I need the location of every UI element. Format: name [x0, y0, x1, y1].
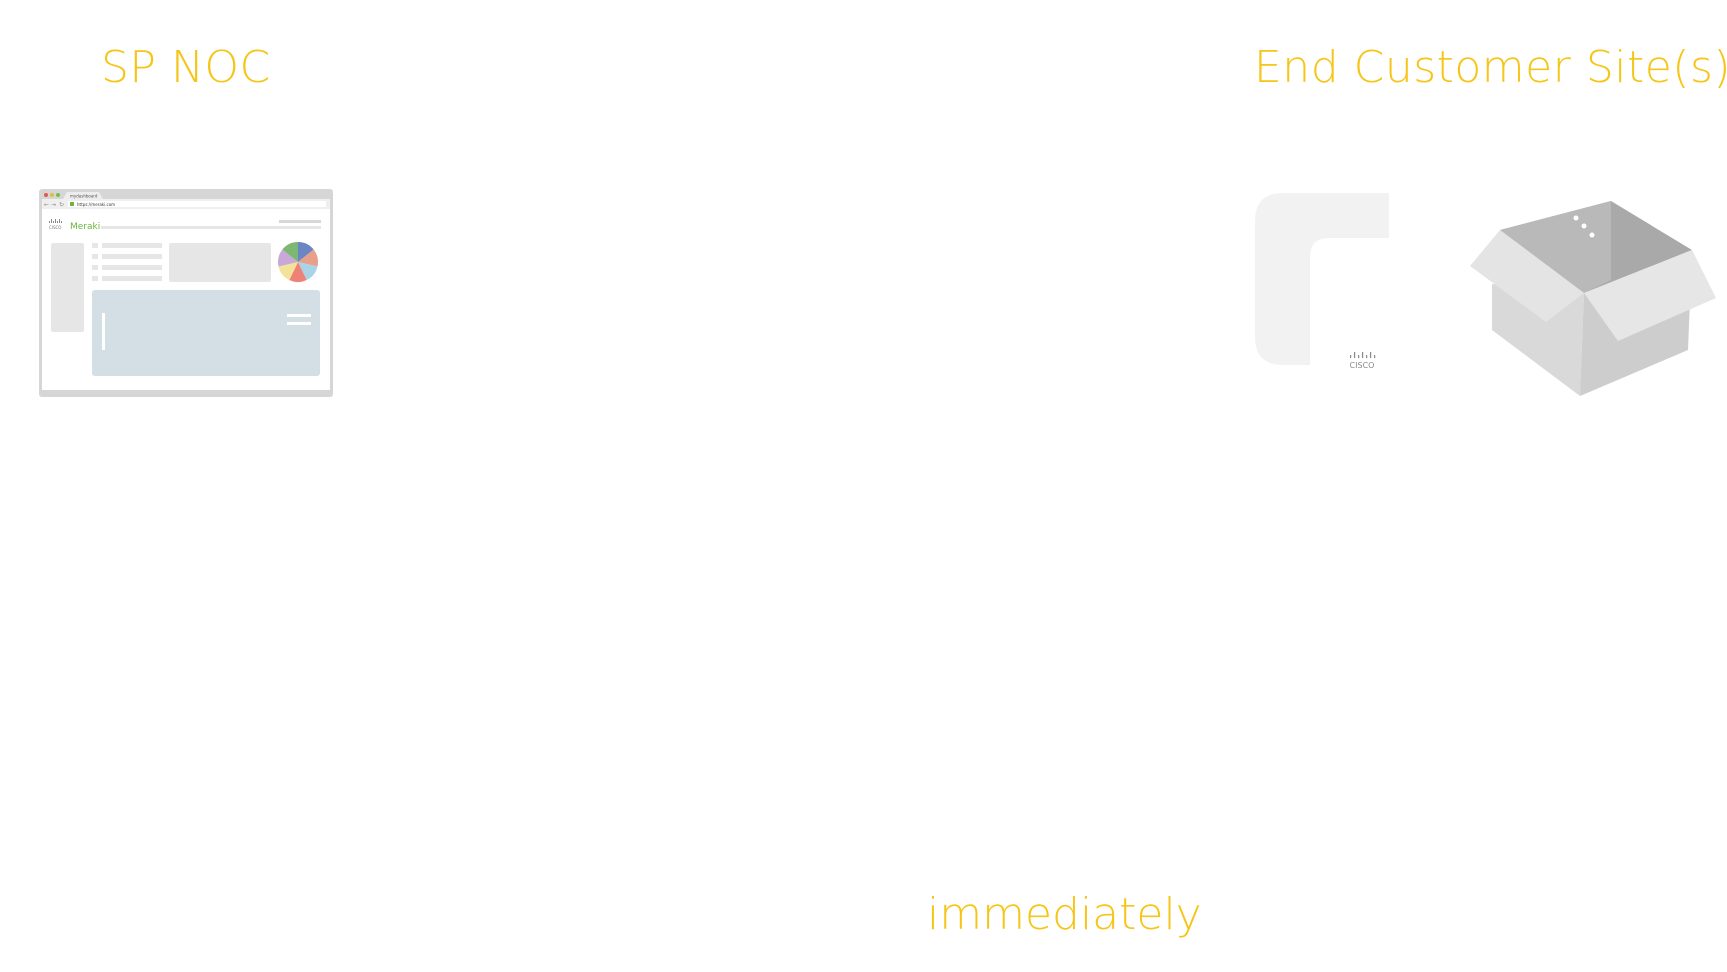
summary-card — [169, 243, 271, 282]
pie-slice — [298, 242, 314, 262]
end-customer-heading: End Customer Site(s)d — [1254, 46, 1727, 90]
main-panel — [92, 290, 320, 376]
pie-slice — [298, 249, 318, 267]
pie-slice — [278, 249, 298, 267]
header-bar-top — [279, 220, 321, 223]
sp-noc-heading: SP NOC — [101, 46, 271, 90]
main-panel-line-1 — [287, 314, 311, 317]
address-bar — [68, 201, 326, 207]
browser-tab — [63, 192, 103, 199]
pie-slice — [298, 262, 318, 281]
maximize-dot-icon — [56, 193, 60, 197]
sp-noc-label: SP NOC — [101, 42, 271, 93]
dashboard-browser-illustration: mydashboard ← → ↻ https://meraki.com CIS… — [39, 189, 333, 397]
cisco-logo-icon — [1350, 352, 1376, 358]
address-url: https://meraki.com — [77, 202, 115, 207]
back-arrow-icon: ← — [44, 202, 49, 209]
pie-slice — [289, 262, 307, 282]
close-dot-icon — [44, 193, 48, 197]
pie-slice — [282, 242, 298, 262]
cisco-logo-icon — [49, 219, 62, 223]
minimize-dot-icon — [50, 193, 54, 197]
meraki-brand: Meraki — [70, 222, 100, 232]
forward-arrow-icon: → — [51, 202, 56, 209]
list-lines — [92, 243, 162, 281]
end-customer-label: End Customer Site(s) — [1254, 42, 1727, 93]
immediately-text: immediately — [927, 889, 1202, 940]
router-cisco-label: CISCO — [1350, 361, 1375, 370]
browser-tab-label: mydashboard — [70, 194, 98, 199]
header-bar-wide — [101, 226, 321, 229]
router-device-icon — [1255, 193, 1389, 365]
open-box-illustration — [1470, 201, 1716, 396]
main-panel-bar — [102, 313, 105, 350]
pie-chart-icon — [278, 242, 318, 282]
cisco-label: CISCO — [49, 225, 61, 230]
open-box-icon — [1470, 201, 1716, 396]
immediately-label: immediately — [927, 893, 1202, 937]
sidebar-panel — [51, 243, 84, 332]
main-panel-line-2 — [287, 322, 311, 325]
reload-icon: ↻ — [59, 202, 64, 209]
lock-icon — [70, 202, 74, 206]
pie-slice — [278, 262, 298, 281]
router-device-illustration: CISCO — [1255, 193, 1389, 370]
